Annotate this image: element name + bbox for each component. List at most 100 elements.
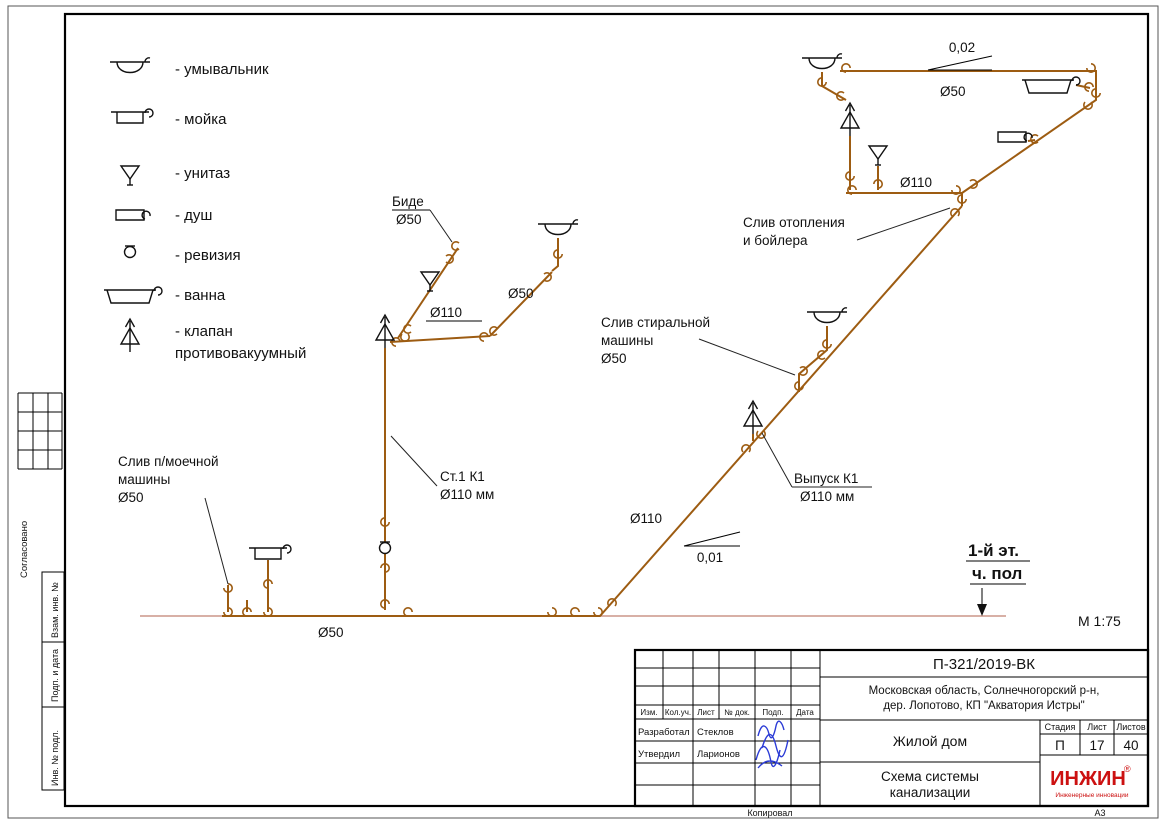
washbasin-icon xyxy=(537,219,579,236)
top-d110-label: Ø110 xyxy=(900,175,932,190)
legend-label-shower: - душ xyxy=(175,207,212,224)
dishwasher-branch-pipe xyxy=(227,560,269,612)
top-horizontal-pipe xyxy=(840,70,1097,194)
slope-top-label: 0,02 xyxy=(949,40,975,55)
bidet-label: Биде xyxy=(392,194,424,209)
developed-label: Разработал xyxy=(638,727,690,738)
drawing-frame xyxy=(63,12,1150,808)
shower-icon xyxy=(997,131,1033,143)
revision-icon xyxy=(123,245,137,259)
left-margin-grid xyxy=(17,392,65,791)
vacuum-valve-icon xyxy=(743,400,763,435)
col-header-izm: Изм. xyxy=(640,708,657,717)
sheet-header: Лист xyxy=(1087,722,1107,732)
stage-value: П xyxy=(1055,738,1065,753)
legend-label-toilet: - унитаз xyxy=(175,165,230,182)
logo-registered-icon: ® xyxy=(1124,764,1131,774)
col-header-ndok: № док. xyxy=(724,708,750,717)
branch-d110-label: Ø110 xyxy=(430,305,462,320)
pipe-network xyxy=(222,70,1097,617)
sheets-value: 40 xyxy=(1123,738,1138,753)
floor-label-2: ч. пол xyxy=(972,564,1022,583)
outlet-label-1: Выпуск К1 xyxy=(794,471,858,486)
col-header-koluch: Кол.уч. xyxy=(665,708,691,717)
legend-label-valve-2: противовакуумный xyxy=(175,345,306,362)
dishwasher-label-3: Ø50 xyxy=(118,490,144,505)
doc-number: П-321/2019-ВК xyxy=(933,656,1035,673)
scheme-fixtures xyxy=(248,53,1081,560)
col-header-data: Дата xyxy=(796,708,814,717)
legend-label-washbasin: - умывальник xyxy=(175,61,269,78)
col-header-list: Лист xyxy=(697,708,715,717)
stage-header: Стадия xyxy=(1045,722,1076,732)
object-name: Жилой дом xyxy=(893,733,967,749)
bottom-d50-label: Ø50 xyxy=(318,625,344,640)
title-block: П-321/2019-ВК Московская область, Солнеч… xyxy=(638,656,1146,818)
approved-label: Утвердил xyxy=(638,749,680,760)
scheme-labels: Биде Ø50 Ø110 Ø50 Ст.1 К1 Ø110 мм Слив п… xyxy=(118,40,1121,640)
floor-label-1: 1-й эт. xyxy=(968,541,1019,560)
side-label-inv-orig: Инв. № подл. xyxy=(50,730,60,786)
vacuum-valve-icon xyxy=(120,318,140,353)
sheet-outer-border xyxy=(7,5,1159,819)
revision-icon xyxy=(378,541,392,555)
sheets-header: Листов xyxy=(1116,722,1145,732)
bidet-diameter-label: Ø50 xyxy=(396,212,422,227)
side-label-sign-date: Подп. и дата xyxy=(50,649,60,702)
slope-bottom-label: 0,01 xyxy=(697,550,723,565)
heating-label-1: Слив отопления xyxy=(743,215,845,230)
legend-label-valve: - клапан xyxy=(175,323,233,340)
legend-label-sink: - мойка xyxy=(175,111,227,128)
scale-label: М 1:75 xyxy=(1078,613,1121,629)
upper-collector-pipe xyxy=(846,192,963,206)
washbasin-icon xyxy=(806,307,848,324)
project-address-2: дер. Лопотово, КП "Акватория Истры" xyxy=(883,700,1084,712)
signature-scribble xyxy=(755,720,789,769)
dishwasher-label-1: Слив п/моечной xyxy=(118,454,219,469)
bath-icon xyxy=(1021,76,1081,94)
side-label-approved: Согласовано xyxy=(19,521,30,578)
outlet-label-2: Ø110 мм xyxy=(800,489,854,504)
doc-title-1: Схема системы xyxy=(881,769,979,784)
copied-label: Копировал xyxy=(747,808,792,818)
floor-arrow-icon xyxy=(977,604,987,616)
toilet-icon xyxy=(868,145,888,166)
heating-label-2: и бойлера xyxy=(743,233,808,248)
legend-icons xyxy=(103,57,163,353)
format-label: А3 xyxy=(1094,808,1105,818)
washer-branch-pipe xyxy=(798,326,828,392)
legend-labels: - умывальник - мойка - унитаз - душ - ре… xyxy=(175,61,306,362)
developed-name: Стеклов xyxy=(697,727,734,738)
washer-label-3: Ø50 xyxy=(601,351,627,366)
sheet-value: 17 xyxy=(1089,738,1104,753)
washer-label-2: машины xyxy=(601,333,653,348)
project-address-1: Московская область, Солнечногорский р-н, xyxy=(869,685,1100,697)
legend-label-revision: - ревизия xyxy=(175,247,241,264)
main-collector-pipe xyxy=(222,205,963,617)
sink-icon xyxy=(248,544,292,560)
washbasin-d50-label: Ø50 xyxy=(508,286,534,301)
stack-diameter-label: Ø110 мм xyxy=(440,487,494,502)
upper-washbasin-pipe xyxy=(821,72,847,101)
legend-label-bath: - ванна xyxy=(175,287,226,304)
sink-icon xyxy=(110,108,154,124)
washbasin-icon xyxy=(109,57,151,74)
side-label-replace-inv: Взам. инв. № xyxy=(50,582,60,638)
pipe-bends xyxy=(223,62,1101,618)
logo-subtitle: Инженерные инновации xyxy=(1055,792,1129,799)
dishwasher-label-2: машины xyxy=(118,472,170,487)
col-header-podp: Подп. xyxy=(762,708,783,717)
title-block-grid xyxy=(633,648,1150,808)
toilet-icon xyxy=(120,165,140,186)
diagonal-d110-label: Ø110 xyxy=(630,511,662,526)
top-d50-label: Ø50 xyxy=(940,84,966,99)
stack-label: Ст.1 К1 xyxy=(440,469,485,484)
leader-lines xyxy=(204,207,951,585)
company-logo: ИНЖИН xyxy=(1050,768,1126,790)
upper-stems-pipe xyxy=(849,136,879,190)
doc-title-2: канализации xyxy=(890,785,971,800)
washer-label-1: Слив стиральной xyxy=(601,315,710,330)
bath-icon xyxy=(103,286,163,304)
